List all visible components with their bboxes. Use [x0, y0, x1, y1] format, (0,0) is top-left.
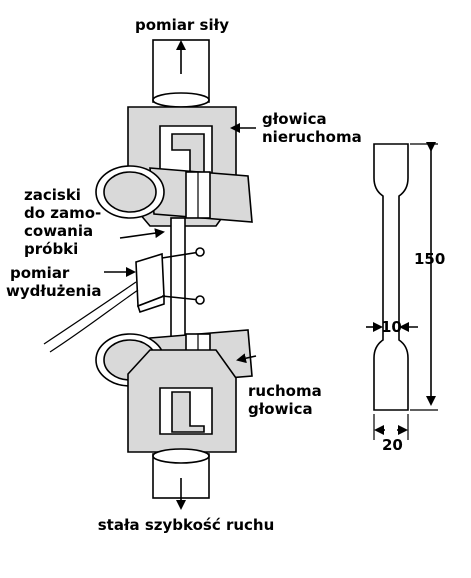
- speed-label: stała szybkość ruchu: [98, 516, 275, 534]
- length-value: 150: [414, 250, 445, 268]
- clamps-leader: [119, 228, 165, 239]
- moving-head: [127, 349, 237, 453]
- force-label: pomiar siły: [135, 16, 229, 34]
- gauge-width-value: 10: [381, 318, 402, 336]
- grip-width-dimension: [373, 414, 409, 440]
- clamps-label-1: zaciski: [24, 186, 81, 204]
- moving-head-label-2: głowica: [248, 400, 313, 418]
- fixed-head-label-2: nieruchoma: [262, 128, 362, 146]
- length-dimension: [410, 142, 438, 411]
- fixed-head-label-1: głowica: [262, 110, 327, 128]
- elongation-label-1: pomiar: [10, 264, 70, 282]
- specimen-drawing: [373, 143, 409, 411]
- clamps-label-2: do zamo-: [24, 204, 101, 222]
- moving-head-label-1: ruchoma: [248, 382, 322, 400]
- extensometer: [43, 247, 205, 353]
- upper-clamp: [95, 165, 253, 223]
- moving-head-leader: [236, 353, 257, 364]
- grip-width-value: 20: [382, 436, 403, 454]
- specimen: [170, 217, 186, 347]
- clamps-label-3: cowania: [24, 222, 93, 240]
- clamps-label-4: próbki: [24, 240, 78, 258]
- elongation-label-2: wydłużenia: [6, 282, 101, 300]
